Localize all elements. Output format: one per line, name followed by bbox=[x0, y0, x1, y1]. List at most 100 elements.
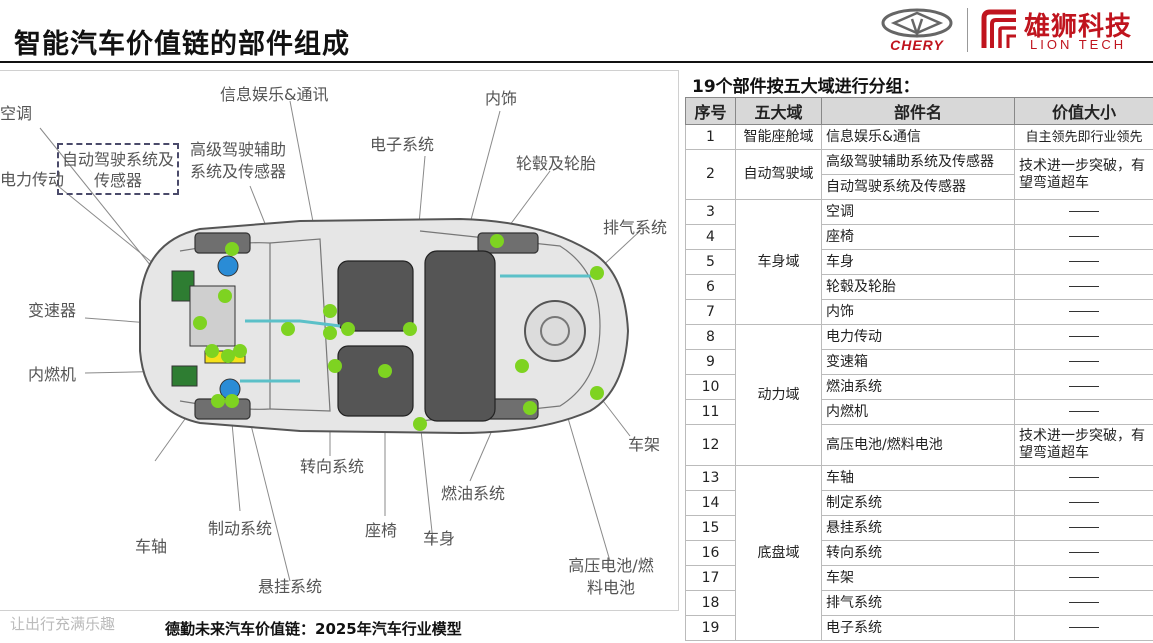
row-value: 技术进一步突破，有望弯道超车 bbox=[1015, 150, 1153, 200]
label-power-drive: 电力传动 bbox=[0, 169, 64, 191]
spare-wheel bbox=[525, 301, 585, 361]
row-num: 8 bbox=[686, 325, 736, 350]
table-row: 1 智能座舱域 信息娱乐&通信 自主领先即行业领先 bbox=[686, 125, 1153, 150]
row-part: 燃油系统 bbox=[822, 375, 1015, 400]
row-value-dash bbox=[1015, 250, 1153, 275]
row-value-dash bbox=[1015, 375, 1153, 400]
page-title: 智能汽车价值链的部件组成 bbox=[14, 22, 350, 61]
row-num: 2 bbox=[686, 150, 736, 200]
row-part: 转向系统 bbox=[822, 541, 1015, 566]
footer-slogan: 让出行充满乐趣 bbox=[10, 613, 115, 634]
table-row: 13 底盘域 车轴 bbox=[686, 466, 1153, 491]
lion-tech-english: LION TECH bbox=[1030, 37, 1126, 52]
label-ac: 空调 bbox=[0, 103, 32, 125]
row-num: 3 bbox=[686, 200, 736, 225]
row-num: 14 bbox=[686, 491, 736, 516]
label-frame: 车架 bbox=[628, 434, 660, 456]
row-num: 19 bbox=[686, 616, 736, 641]
header-domain: 五大域 bbox=[736, 98, 822, 125]
table-row: 3 车身域 空调 bbox=[686, 200, 1153, 225]
row-value-dash bbox=[1015, 350, 1153, 375]
label-battery: 高压电池/燃料电池 bbox=[566, 555, 656, 599]
row-domain: 智能座舱域 bbox=[736, 125, 822, 150]
label-exhaust: 排气系统 bbox=[603, 217, 667, 239]
row-domain: 底盘域 bbox=[736, 466, 822, 641]
row-domain: 动力域 bbox=[736, 325, 822, 466]
label-seat: 座椅 bbox=[365, 520, 397, 542]
label-axle: 车轴 bbox=[135, 536, 167, 558]
row-num: 5 bbox=[686, 250, 736, 275]
label-infotainment: 信息娱乐&通讯 bbox=[220, 84, 328, 106]
row-num: 7 bbox=[686, 300, 736, 325]
row-part: 高压电池/燃料电池 bbox=[822, 425, 1015, 466]
title-divider bbox=[0, 61, 1153, 63]
label-engine: 内燃机 bbox=[28, 364, 76, 386]
table-title: 19个部件按五大域进行分组： bbox=[692, 72, 920, 97]
row-part: 内饰 bbox=[822, 300, 1015, 325]
row-value-dash bbox=[1015, 566, 1153, 591]
row-part: 车轴 bbox=[822, 466, 1015, 491]
row-part: 空调 bbox=[822, 200, 1015, 225]
row-value-dash bbox=[1015, 225, 1153, 250]
header-value: 价值大小 bbox=[1015, 98, 1153, 125]
table-row: 2 自动驾驶域 高级驾驶辅助系统及传感器 技术进一步突破，有望弯道超车 bbox=[686, 150, 1153, 175]
row-part: 电子系统 bbox=[822, 616, 1015, 641]
row-value-dash bbox=[1015, 541, 1153, 566]
row-part: 变速箱 bbox=[822, 350, 1015, 375]
label-wheels: 轮毂及轮胎 bbox=[516, 153, 596, 175]
row-value-dash bbox=[1015, 591, 1153, 616]
row-num: 15 bbox=[686, 516, 736, 541]
row-value-dash bbox=[1015, 516, 1153, 541]
row-part: 信息娱乐&通信 bbox=[822, 125, 1015, 150]
row-domain: 车身域 bbox=[736, 200, 822, 325]
header-part: 部件名 bbox=[822, 98, 1015, 125]
label-body: 车身 bbox=[423, 528, 455, 550]
row-value-dash bbox=[1015, 466, 1153, 491]
row-domain: 自动驾驶域 bbox=[736, 150, 822, 200]
row-part: 车架 bbox=[822, 566, 1015, 591]
row-value: 技术进一步突破，有望弯道超车 bbox=[1015, 425, 1153, 466]
row-num: 6 bbox=[686, 275, 736, 300]
ads-system-box: 自动驾驶系统及传感器 bbox=[57, 143, 179, 195]
row-num: 17 bbox=[686, 566, 736, 591]
row-part: 轮毂及轮胎 bbox=[822, 275, 1015, 300]
row-num: 13 bbox=[686, 466, 736, 491]
row-num: 16 bbox=[686, 541, 736, 566]
table-row: 8 动力域 电力传动 bbox=[686, 325, 1153, 350]
row-part: 排气系统 bbox=[822, 591, 1015, 616]
row-part: 高级驾驶辅助系统及传感器 bbox=[822, 150, 1015, 175]
row-value-dash bbox=[1015, 616, 1153, 641]
row-part: 电力传动 bbox=[822, 325, 1015, 350]
row-num: 18 bbox=[686, 591, 736, 616]
component-grouping-table: 序号 五大域 部件名 价值大小 1 智能座舱域 信息娱乐&通信 自主领先即行业领… bbox=[685, 97, 1153, 641]
row-part: 制定系统 bbox=[822, 491, 1015, 516]
table-header-row: 序号 五大域 部件名 价值大小 bbox=[686, 98, 1153, 125]
row-num: 10 bbox=[686, 375, 736, 400]
row-part-secondary: 自动驾驶系统及传感器 bbox=[822, 175, 1015, 200]
row-value: 自主领先即行业领先 bbox=[1015, 125, 1153, 150]
row-value-dash bbox=[1015, 325, 1153, 350]
source-caption: 德勤未来汽车价值链：2025年汽车行业模型 bbox=[165, 618, 462, 639]
logo-divider bbox=[967, 8, 968, 52]
row-num: 4 bbox=[686, 225, 736, 250]
row-value-dash bbox=[1015, 491, 1153, 516]
label-steering: 转向系统 bbox=[300, 456, 364, 478]
header-index: 序号 bbox=[686, 98, 736, 125]
row-num: 11 bbox=[686, 400, 736, 425]
row-num: 12 bbox=[686, 425, 736, 466]
car-components-diagram: 自动驾驶系统及传感器 空调 电力传动 变速器 内燃机 车轴 制动系统 悬挂系统 … bbox=[0, 70, 679, 611]
row-num: 9 bbox=[686, 350, 736, 375]
row-part: 悬挂系统 bbox=[822, 516, 1015, 541]
lion-tech-mark-icon bbox=[978, 8, 1020, 52]
label-interior: 内饰 bbox=[485, 88, 517, 110]
row-part: 车身 bbox=[822, 250, 1015, 275]
label-gearbox: 变速器 bbox=[28, 300, 76, 322]
row-num: 1 bbox=[686, 125, 736, 150]
label-electronics: 电子系统 bbox=[370, 134, 434, 156]
row-value-dash bbox=[1015, 400, 1153, 425]
label-suspension: 悬挂系统 bbox=[258, 576, 322, 598]
row-value-dash bbox=[1015, 300, 1153, 325]
row-part: 内燃机 bbox=[822, 400, 1015, 425]
label-adas: 高级驾驶辅助系统及传感器 bbox=[183, 139, 293, 183]
row-part: 座椅 bbox=[822, 225, 1015, 250]
